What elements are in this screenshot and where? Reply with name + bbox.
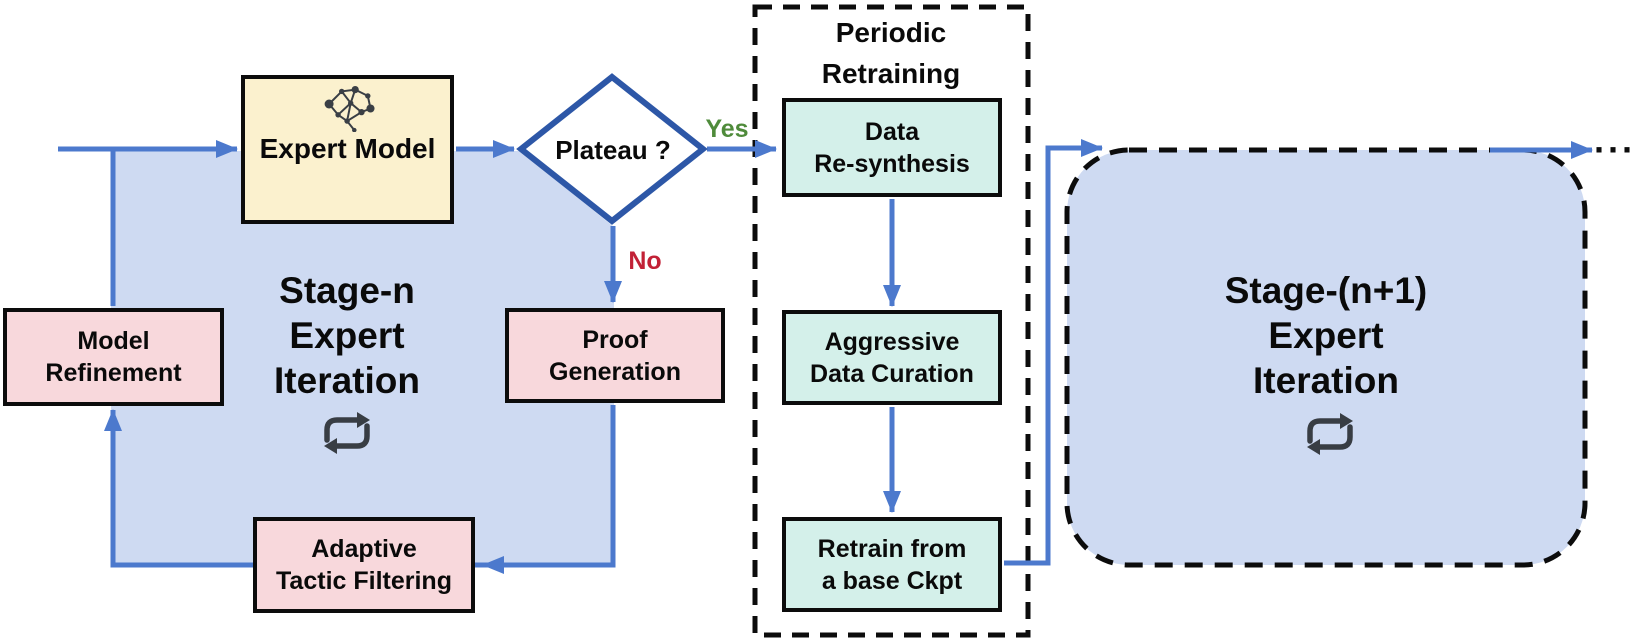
adaptive-tactic-filtering-label: Adaptive Tactic Filtering xyxy=(276,535,452,595)
stage-n-region xyxy=(111,151,614,565)
data-resynthesis-label: Data Re-synthesis xyxy=(814,117,970,178)
aggressive-data-curation-label: Aggressive Data Curation xyxy=(810,327,974,388)
cycle-arrows-icon xyxy=(1307,413,1353,455)
plateau-question-label: Plateau ? xyxy=(555,135,671,165)
connector-retrain-to-stage-n1 xyxy=(1004,139,1103,566)
yes-edge-label: Yes xyxy=(705,115,749,143)
retrain-base-ckpt-box: Retrain from a base Ckpt xyxy=(782,517,1002,612)
stage-n1-region xyxy=(1064,147,1588,568)
proof-generation-box: Proof Generation xyxy=(505,308,725,403)
model-refinement-label: Model Refinement xyxy=(45,327,182,387)
no-edge-label: No xyxy=(628,247,662,275)
proof-generation-label: Proof Generation xyxy=(549,325,681,386)
continuation-ellipsis: ··· xyxy=(1594,129,1636,170)
data-resynthesis-box: Data Re-synthesis xyxy=(782,98,1002,197)
neural-network-icon xyxy=(324,86,375,132)
cycle-arrows-icon xyxy=(324,412,370,454)
stage-n-title: Stage-n Expert Iteration xyxy=(274,270,420,401)
expert-model-box: Expert Model xyxy=(241,75,454,224)
retrain-base-ckpt-label: Retrain from a base Ckpt xyxy=(817,534,967,595)
plateau-decision-diamond xyxy=(516,73,708,225)
aggressive-data-curation-box: Aggressive Data Curation xyxy=(782,310,1002,405)
periodic-retraining-container xyxy=(752,4,1031,638)
model-refinement-box: Model Refinement xyxy=(3,308,224,406)
expert-model-label: Expert Model xyxy=(259,133,436,164)
periodic-retraining-title: Periodic Retraining xyxy=(821,17,961,89)
adaptive-tactic-filtering-box: Adaptive Tactic Filtering xyxy=(253,517,475,613)
stage-n1-title: Stage-(n+1) Expert Iteration xyxy=(1224,270,1428,401)
